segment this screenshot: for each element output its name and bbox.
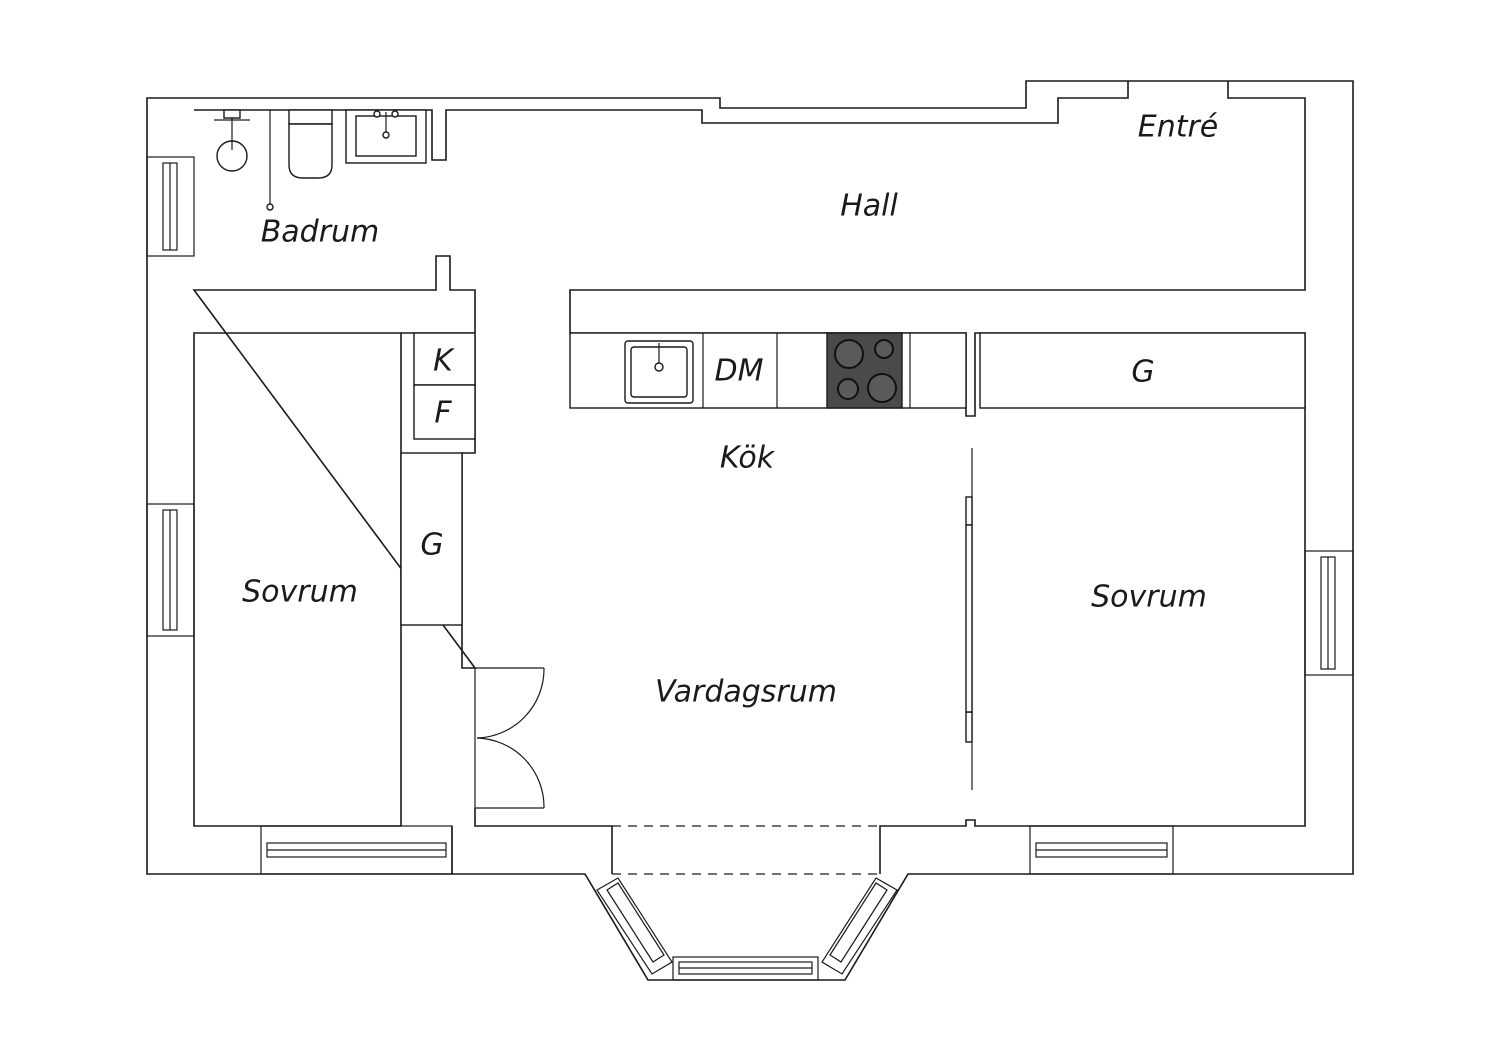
bathroom-sink-icon	[345, 109, 427, 164]
window-icon	[1029, 825, 1174, 875]
room-label-kok: Kök	[720, 441, 776, 476]
room-label-hall: Hall	[840, 189, 898, 224]
room-label-sovrum-left: Sovrum	[242, 575, 358, 610]
wardrobe-right	[979, 332, 1306, 409]
window-icon	[596, 877, 673, 975]
fixture-label-freezer: F	[434, 396, 452, 431]
windows	[146, 156, 1354, 981]
fixture-label-fridge: K	[433, 344, 455, 379]
fixture-label-wardrobe-right: G	[1131, 355, 1154, 390]
window-icon	[146, 503, 195, 637]
shower-icon	[214, 109, 274, 211]
fixture-label-wardrobe-left: G	[420, 528, 443, 563]
stove-icon	[826, 332, 903, 409]
wardrobe-left	[400, 452, 463, 626]
window-icon	[1304, 550, 1354, 676]
sliding-door	[965, 448, 973, 790]
window-icon	[672, 956, 819, 981]
toilet-icon	[288, 109, 333, 179]
fridge-freezer	[413, 332, 476, 440]
fixture-label-dishwasher: DM	[715, 354, 764, 389]
kitchen-sink-icon	[624, 340, 694, 404]
window-icon	[260, 825, 453, 875]
room-label-vardagsrum: Vardagsrum	[655, 675, 837, 710]
room-label-sovrum-right: Sovrum	[1091, 580, 1207, 615]
room-label-entre: Entré	[1138, 110, 1219, 145]
window-icon	[146, 156, 195, 257]
window-icon	[821, 877, 898, 975]
room-label-badrum: Badrum	[261, 215, 380, 250]
door-icon	[474, 667, 545, 809]
